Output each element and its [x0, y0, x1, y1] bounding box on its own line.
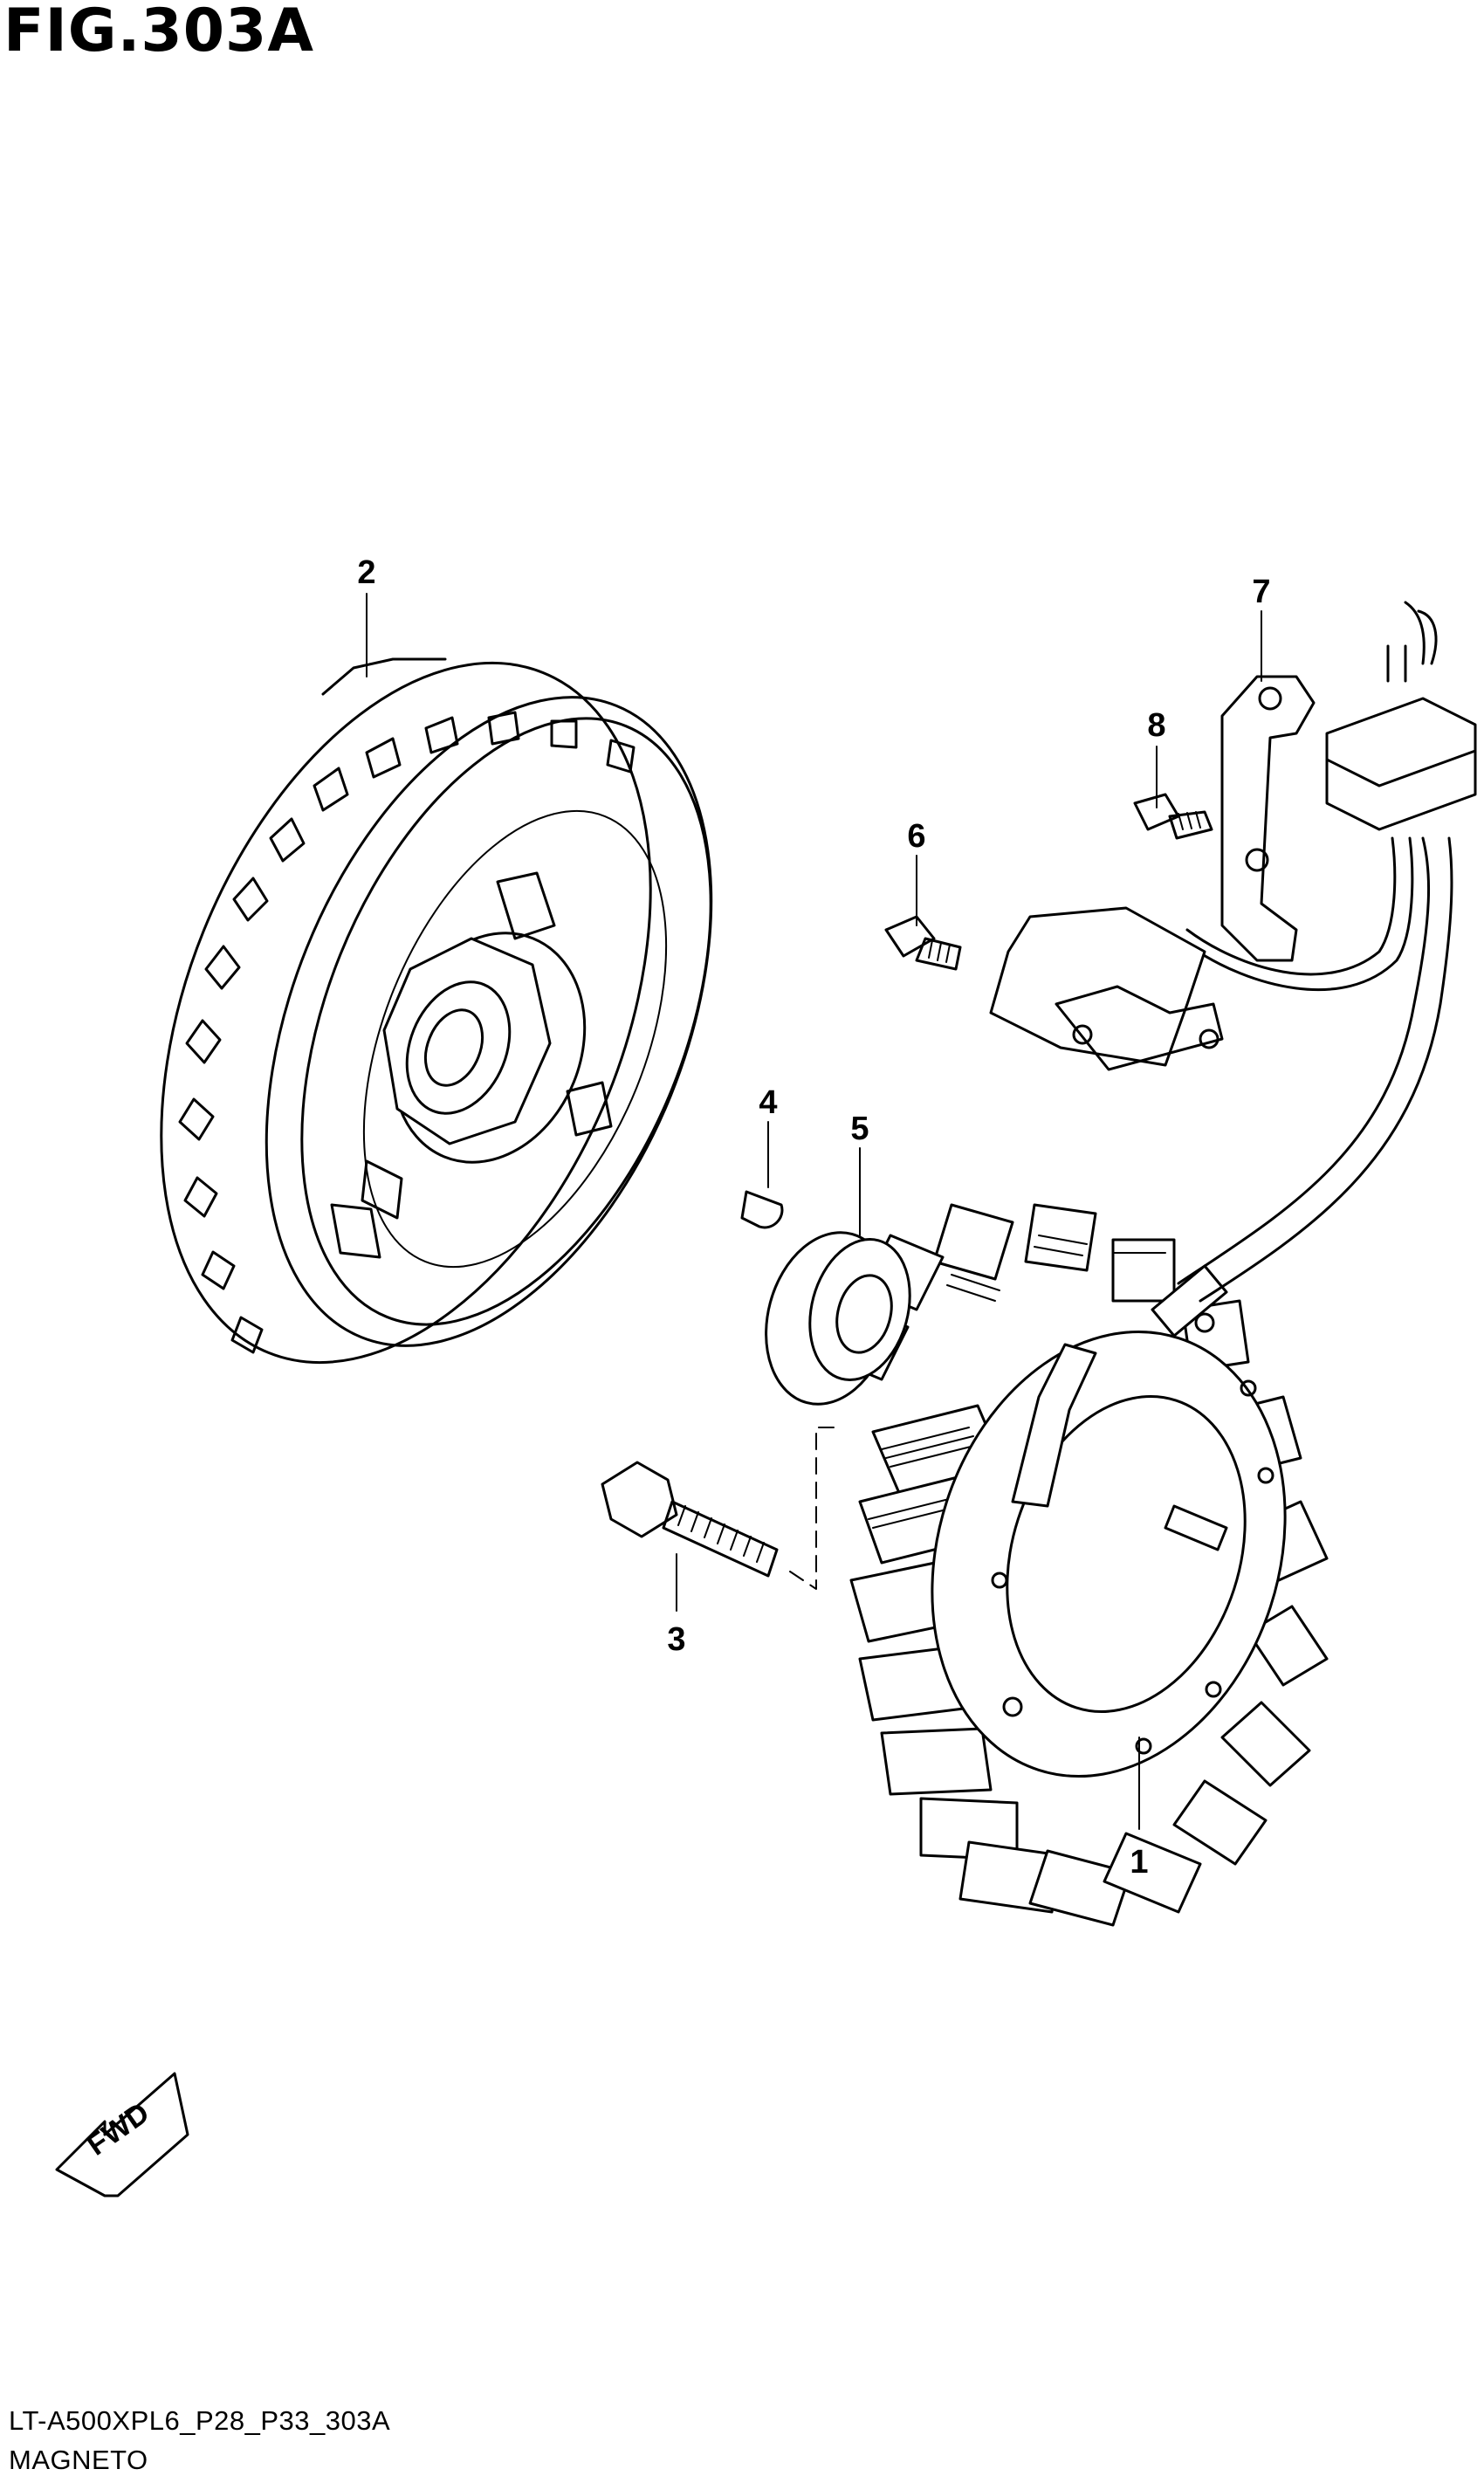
callout-3: 3 — [667, 1621, 685, 1658]
callout-4: 4 — [759, 1084, 777, 1121]
leader-lines — [366, 593, 1262, 1830]
bracket-bolt[interactable] — [1133, 793, 1213, 840]
stator-bolt[interactable] — [601, 1461, 779, 1578]
callout-1: 1 — [1130, 1844, 1148, 1881]
callout-7: 7 — [1252, 574, 1270, 610]
wire-bracket[interactable] — [1220, 675, 1316, 962]
fwd-direction-arrow: FWD — [55, 2072, 189, 2197]
callout-6: 6 — [907, 818, 925, 855]
callout-8: 8 — [1147, 707, 1165, 744]
rotor-flywheel[interactable] — [66, 591, 799, 1434]
wiring-harness — [1177, 836, 1453, 1303]
callout-2: 2 — [357, 554, 375, 591]
pickup-bolt[interactable] — [884, 915, 962, 971]
drawing-name: MAGNETO — [9, 2445, 148, 2475]
pickup-coil[interactable] — [989, 906, 1224, 1071]
wire-connector — [1325, 601, 1477, 831]
stator-coil[interactable] — [828, 1203, 1341, 1927]
drawing-code: LT-A500XPL6_P28_P33_303A — [9, 2405, 391, 2436]
spacer-ring[interactable] — [748, 1218, 925, 1418]
callout-5: 5 — [850, 1111, 869, 1147]
woodruff-key[interactable] — [740, 1190, 784, 1229]
figure-title: FIG.303A — [3, 0, 314, 65]
